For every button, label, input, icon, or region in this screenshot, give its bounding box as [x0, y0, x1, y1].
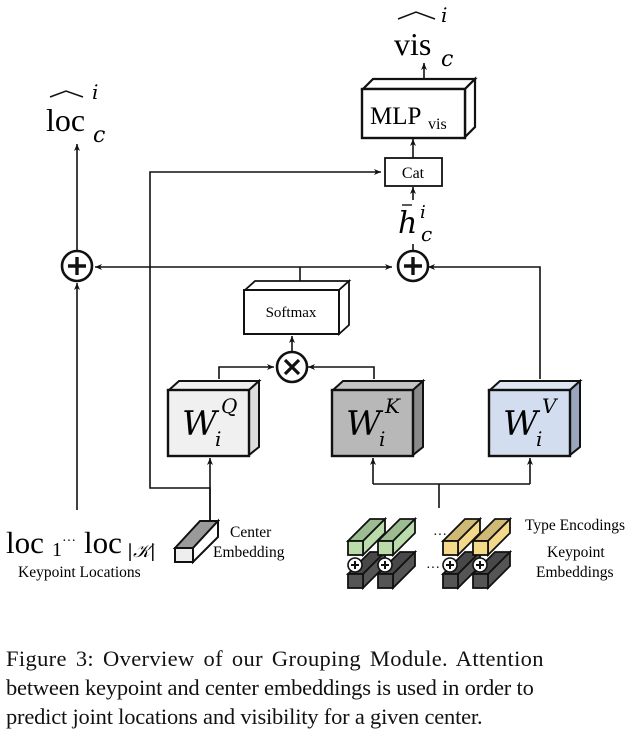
loc1-sub: 1	[52, 539, 62, 561]
h-bar-label: h i c	[398, 202, 432, 246]
plus-left	[60, 249, 94, 283]
mlp-vis-block: MLP vis	[360, 76, 478, 140]
mlp-sub-label: vis	[428, 116, 447, 133]
connections	[74, 63, 541, 520]
wq-sub: i	[215, 427, 221, 451]
plus-icon	[377, 557, 393, 573]
keypoint-embeddings-group	[345, 516, 513, 591]
wq-face	[166, 388, 251, 458]
wk-face	[330, 388, 415, 458]
arrow-wk-to-times	[308, 364, 375, 379]
wk-sup: K	[384, 394, 401, 418]
type-encoding-bar-yellow	[470, 516, 513, 558]
keypoint-locations-label: Keypoint Locations	[18, 564, 141, 581]
caption-line-1: Figure 3: Overview of our Grouping Modul…	[6, 646, 544, 671]
plus-icon	[404, 257, 422, 275]
embed-ellipsis: ···	[426, 561, 440, 576]
figure-caption: Figure 3: Overview of our Grouping Modul…	[6, 644, 638, 731]
caption-line-3: predict joint locations and visibility f…	[6, 704, 483, 729]
center-embedding-input: Center Embedding	[172, 518, 285, 565]
times-operator	[275, 350, 309, 384]
lock-sub: |𝒦|	[127, 541, 156, 562]
plus-icon	[347, 557, 363, 573]
grouping-module-diagram: loc i c vis i c	[6, 3, 625, 591]
h-bar-sup: i	[420, 202, 426, 223]
arrow-wv-to-plus-right	[428, 264, 541, 379]
mlp-label: MLP	[370, 103, 421, 130]
wq-sup: Q	[221, 394, 237, 418]
wv-block: W V i	[487, 378, 583, 458]
times-icon	[283, 358, 301, 376]
vis-hat-sub: c	[441, 47, 453, 72]
arrow-wq-to-times	[218, 364, 274, 379]
wq-block: W Q i	[166, 378, 262, 458]
softmax-block: Softmax	[242, 278, 352, 337]
wk-block: W K i	[330, 378, 426, 458]
loc-hat-base: loc	[46, 102, 85, 138]
plus-icon	[442, 557, 458, 573]
cat-label: Cat	[402, 165, 425, 182]
vis-hat-sup: i	[441, 3, 447, 27]
center-embedding-label-1: Center	[230, 524, 272, 541]
softmax-label: Softmax	[266, 305, 317, 321]
arrow-center-to-cat	[149, 169, 381, 520]
wq-base: W	[182, 404, 220, 444]
wv-sub: i	[536, 427, 542, 451]
center-embedding-label-2: Embedding	[213, 544, 285, 561]
caption-line-2: between keypoint and center embeddings i…	[6, 675, 534, 700]
wk-base: W	[346, 404, 384, 444]
wv-face	[487, 388, 572, 458]
loc-hat-output-label: loc i c	[46, 80, 105, 148]
vis-hat-output-label: vis i c	[394, 3, 453, 72]
loc-hat-sup: i	[92, 80, 98, 104]
loc1-base: loc	[6, 525, 44, 560]
wv-sup: V	[542, 394, 559, 418]
type-ellipsis: ···	[433, 528, 447, 543]
type-encoding-bar-green	[375, 516, 418, 558]
vis-hat-base: vis	[394, 26, 431, 62]
h-bar-base: h	[398, 206, 417, 241]
wv-base: W	[503, 404, 541, 444]
type-encoding-bar-green	[345, 516, 388, 558]
plus-icon	[472, 557, 488, 573]
loc-hat-sub: c	[93, 123, 105, 148]
h-bar-sub: c	[421, 222, 432, 246]
wk-sub: i	[379, 427, 385, 451]
keypoint-embeddings-label-1: Keypoint	[547, 544, 605, 561]
plus-icon	[68, 257, 86, 275]
cat-block: Cat	[384, 157, 443, 187]
plus-right	[396, 249, 430, 283]
type-encodings-label: Type Encodings	[525, 517, 625, 534]
lock-base: loc	[84, 525, 122, 560]
loc-ellipsis: ···	[62, 534, 76, 549]
keypoint-locations-input: loc 1 ··· loc |𝒦| Keypoint Locations	[6, 525, 156, 581]
keypoint-embeddings-label-2: Embeddings	[536, 564, 614, 581]
